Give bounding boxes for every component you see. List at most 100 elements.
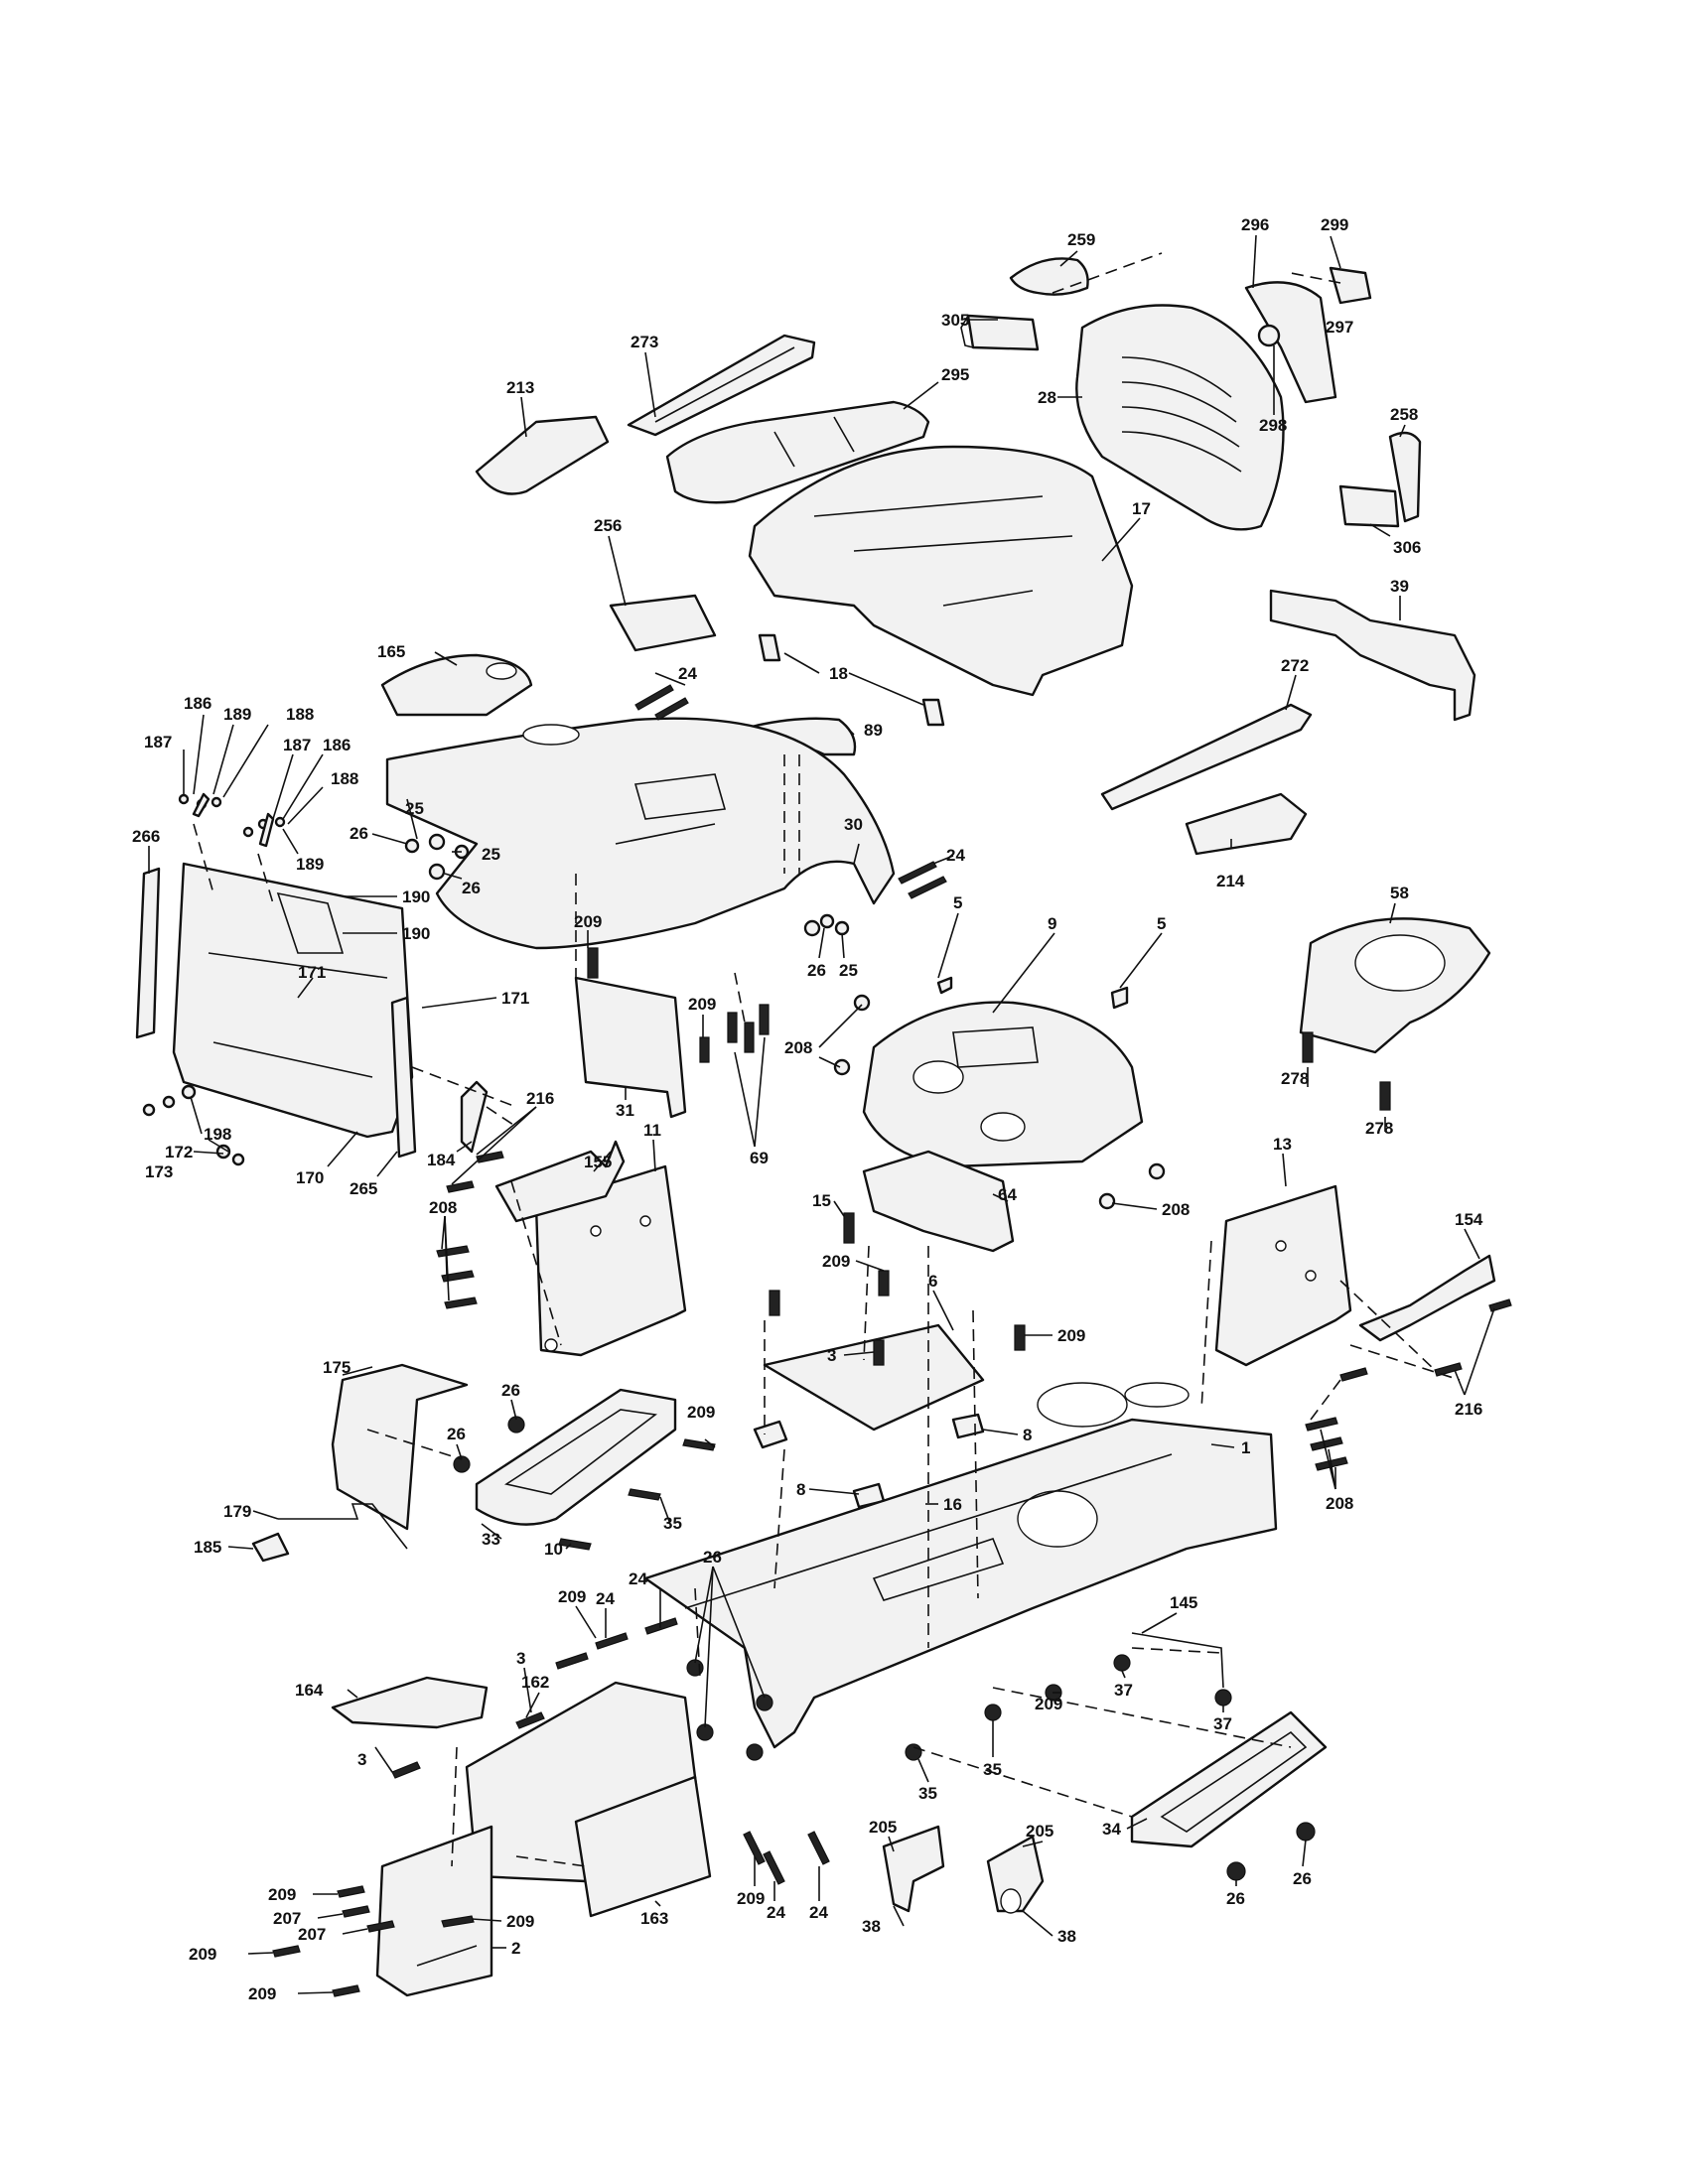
callout-179: 179 (223, 1502, 251, 1521)
callout-306: 306 (1393, 538, 1421, 557)
callout-155: 155 (584, 1153, 612, 1171)
part-39-bracket (1269, 589, 1476, 722)
part-34-rear-step (1130, 1710, 1328, 1848)
part-295-hood-top (665, 400, 930, 504)
part-266-rail (135, 867, 161, 1039)
callout-24f: 24 (809, 1903, 828, 1922)
callout-258: 258 (1390, 405, 1418, 424)
hardware-278 (1302, 1031, 1391, 1111)
callout-184: 184 (427, 1151, 456, 1169)
part-184-bracket (460, 1080, 489, 1154)
part-305-light-block (960, 314, 1040, 351)
callout-5a: 5 (953, 893, 962, 912)
callout-273: 273 (631, 333, 658, 351)
hardware-186-189-188 (178, 792, 286, 848)
hardware-209-plate (769, 1270, 1026, 1366)
callout-272: 272 (1281, 656, 1309, 675)
callout-205a: 205 (869, 1818, 897, 1837)
callout-11: 11 (643, 1121, 661, 1140)
callout-69: 69 (750, 1149, 769, 1167)
callout-38a: 38 (862, 1917, 881, 1936)
callout-9: 9 (1048, 914, 1056, 933)
callout-154: 154 (1455, 1210, 1483, 1229)
part-17-hood (748, 445, 1134, 697)
callout-24c: 24 (629, 1570, 647, 1588)
part-165-cup (380, 653, 533, 717)
callout-38b: 38 (1057, 1927, 1076, 1946)
callout-187a: 187 (144, 733, 172, 751)
callout-26f: 26 (703, 1548, 722, 1567)
part-214-panel (1185, 792, 1308, 856)
hardware-fender-bolts (404, 684, 947, 937)
hardware-26-209-35-10-footrest (453, 1416, 716, 1551)
callout-18: 18 (829, 664, 848, 683)
callout-8a: 8 (1023, 1426, 1032, 1444)
part-38-bracket-right (986, 1835, 1045, 1914)
callout-37a: 37 (1114, 1681, 1133, 1700)
callout-208b: 208 (429, 1198, 457, 1217)
callout-305: 305 (941, 311, 969, 330)
callout-163: 163 (640, 1909, 668, 1928)
part-175-shield (331, 1363, 469, 1531)
hardware-15-bolt (843, 1212, 855, 1244)
callout-15: 15 (812, 1191, 831, 1210)
part-145-rod (1131, 1632, 1224, 1689)
callout-186a: 186 (184, 694, 211, 713)
callout-34: 34 (1102, 1820, 1121, 1839)
part-256-cover (609, 594, 717, 652)
callout-171b: 171 (501, 989, 529, 1008)
callout-209g: 209 (1035, 1695, 1062, 1713)
callout-16: 16 (943, 1495, 962, 1514)
callout-209b: 209 (688, 995, 716, 1014)
part-64-bracket (862, 1150, 1015, 1253)
callout-35c: 35 (918, 1784, 937, 1803)
callout-265: 265 (350, 1179, 377, 1198)
callout-162: 162 (521, 1673, 549, 1692)
hardware-5-clips (936, 976, 1129, 1010)
part-1-frame (643, 1382, 1278, 1749)
callout-209f: 209 (558, 1587, 586, 1606)
callout-209j: 209 (189, 1945, 216, 1964)
part-58-housing (1299, 917, 1491, 1054)
callout-170: 170 (296, 1168, 324, 1187)
callout-216a: 216 (526, 1089, 554, 1108)
part-273-vent (627, 334, 816, 437)
callout-1: 1 (1241, 1438, 1250, 1457)
callout-64: 64 (998, 1185, 1017, 1204)
callout-24e: 24 (767, 1903, 785, 1922)
callout-17: 17 (1132, 499, 1151, 518)
hardware-216-208-left (436, 1151, 504, 1309)
part-185-pedal (251, 1532, 290, 1563)
callout-26g: 26 (1293, 1869, 1312, 1888)
callout-296: 296 (1241, 215, 1269, 234)
callout-28: 28 (1038, 388, 1056, 407)
callout-3b: 3 (516, 1649, 525, 1668)
hardware-209-69 (699, 1004, 770, 1063)
callout-259: 259 (1067, 230, 1095, 249)
callout-31: 31 (616, 1101, 634, 1120)
callout-187b: 187 (283, 736, 311, 754)
callout-8b: 8 (796, 1480, 805, 1499)
callout-209i: 209 (506, 1912, 534, 1931)
callout-205b: 205 (1026, 1822, 1053, 1841)
part-296-bezel (1244, 281, 1337, 404)
callout-213: 213 (506, 378, 534, 397)
callout-173: 173 (145, 1162, 173, 1181)
part-11-side-panel (534, 1164, 687, 1357)
callout-25b: 25 (482, 845, 500, 864)
callout-209e: 209 (687, 1403, 715, 1422)
part-163-plate (574, 1775, 712, 1918)
callout-216b: 216 (1455, 1400, 1482, 1419)
callout-188a: 188 (286, 705, 314, 724)
callout-25a: 25 (405, 799, 424, 818)
callout-35b: 35 (983, 1760, 1002, 1779)
part-18-bracket (758, 633, 945, 727)
callout-185: 185 (194, 1538, 221, 1557)
callout-37b: 37 (1213, 1714, 1232, 1733)
callout-278b: 278 (1365, 1119, 1393, 1138)
assembly-lines (193, 252, 1461, 1867)
part-30-fender (385, 717, 896, 950)
part-155-bracket (494, 1140, 626, 1223)
part-306-block (1338, 484, 1400, 528)
part-33-footrest (475, 1388, 677, 1526)
